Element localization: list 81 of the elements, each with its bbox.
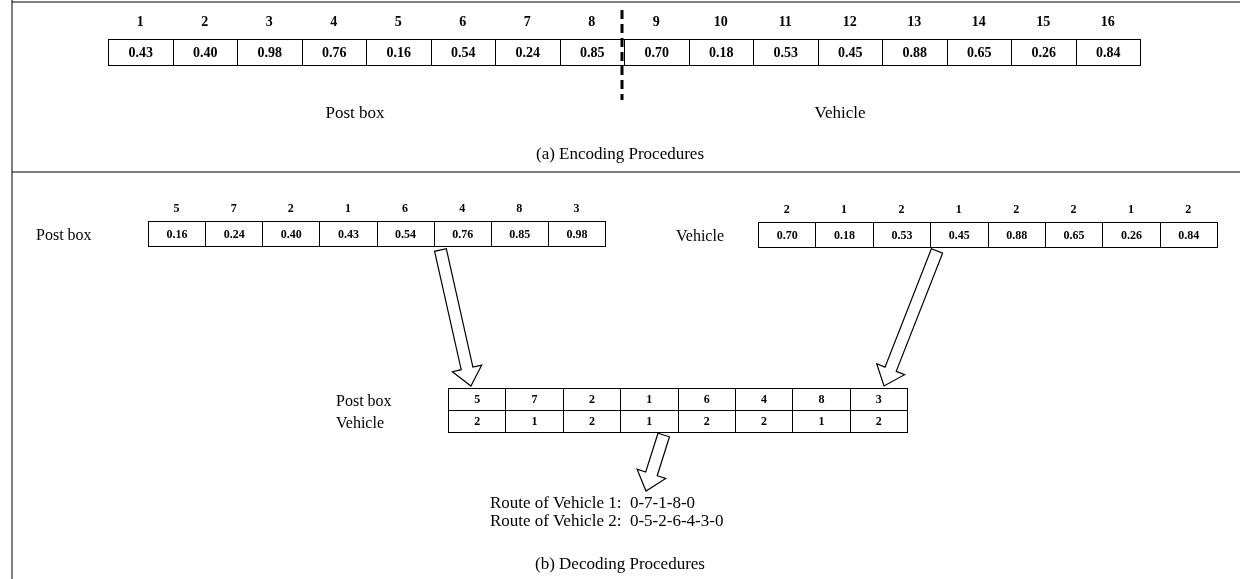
- value-cell: 0.45: [930, 222, 989, 248]
- index-number: 2: [200, 14, 210, 30]
- index-number: 11: [777, 14, 793, 30]
- index-number: 5: [172, 201, 181, 216]
- index-number: 1: [1126, 202, 1135, 217]
- value-cell: 0.98: [237, 39, 303, 66]
- value-cell: 0.26: [1011, 39, 1077, 66]
- value-cell: 0.24: [205, 221, 264, 247]
- value-cell: 0.65: [1044, 222, 1104, 248]
- index-number: 7: [522, 14, 532, 30]
- index-number: 15: [1035, 14, 1052, 30]
- row-label: Vehicle: [336, 414, 384, 432]
- index-number: 10: [712, 14, 729, 30]
- index-number: 14: [970, 14, 987, 30]
- value-cell: 0.98: [547, 221, 606, 247]
- value-cell: 0.26: [1102, 222, 1161, 248]
- value-cell: 0.65: [946, 39, 1012, 66]
- value-cell: 0.18: [815, 222, 874, 248]
- row-label: Post box: [336, 392, 392, 410]
- value-cell: 0.85: [559, 39, 625, 66]
- value-cell: 0.16: [366, 39, 432, 66]
- index-number: 1: [135, 14, 145, 30]
- value-cell: 0.53: [872, 222, 932, 248]
- route-text: Route of Vehicle 2: 0-5-2-6-4-3-0: [490, 511, 724, 531]
- section-label: Post box: [324, 103, 386, 123]
- value-cell: 0.16: [148, 221, 207, 247]
- value-cell: 0.85: [490, 221, 549, 247]
- value-cell: 0.43: [108, 39, 174, 66]
- value-cell: 0.53: [753, 39, 819, 66]
- index-number: 4: [458, 201, 467, 216]
- value-cell: 0.76: [433, 221, 492, 247]
- caption: (a) Encoding Procedures: [534, 144, 706, 164]
- value-cell: 0.76: [301, 39, 367, 66]
- value-cell: 0.84: [1159, 222, 1218, 248]
- index-number: 2: [1012, 202, 1021, 217]
- index-number: 2: [286, 201, 295, 216]
- index-number: 2: [782, 202, 791, 217]
- value-cell: 0.54: [430, 39, 496, 66]
- table-cell: 5: [448, 388, 507, 411]
- table-cell: 2: [849, 410, 908, 433]
- value-cell: 0.45: [817, 39, 883, 66]
- index-number: 1: [954, 202, 963, 217]
- index-number: 2: [897, 202, 906, 217]
- index-number: 1: [840, 202, 849, 217]
- value-cell: 0.54: [376, 221, 435, 247]
- value-cell: 0.70: [624, 39, 690, 66]
- index-number: 9: [651, 14, 661, 30]
- value-cell: 0.70: [758, 222, 817, 248]
- index-number: 3: [264, 14, 274, 30]
- value-cell: 0.24: [495, 39, 561, 66]
- index-number: 7: [229, 201, 238, 216]
- block-arrow: [433, 248, 483, 387]
- value-cell: 0.88: [882, 39, 948, 66]
- table-cell: 3: [849, 388, 908, 411]
- value-cell: 0.40: [172, 39, 238, 66]
- index-number: 16: [1099, 14, 1116, 30]
- index-number: 2: [1069, 202, 1078, 217]
- block-arrow: [875, 248, 944, 387]
- value-cell: 0.40: [262, 221, 321, 247]
- table-cell: 2: [448, 410, 507, 433]
- index-number: 5: [393, 14, 403, 30]
- index-number: 8: [587, 14, 597, 30]
- caption: (b) Decoding Procedures: [534, 554, 706, 574]
- block-arrow: [636, 432, 671, 492]
- index-number: 1: [343, 201, 352, 216]
- section-label: Vehicle: [813, 103, 867, 123]
- value-cell: 0.18: [688, 39, 754, 66]
- value-cell: 0.84: [1075, 39, 1141, 66]
- index-number: 2: [1184, 202, 1193, 217]
- route-text: Route of Vehicle 1: 0-7-1-8-0: [490, 493, 696, 513]
- index-number: 6: [401, 201, 410, 216]
- index-number: 8: [515, 201, 524, 216]
- value-cell: 0.88: [987, 222, 1046, 248]
- index-number: 6: [458, 14, 468, 30]
- index-number: 3: [572, 201, 581, 216]
- array-label: Post box: [36, 226, 92, 244]
- index-number: 13: [906, 14, 923, 30]
- index-number: 4: [329, 14, 339, 30]
- index-number: 12: [841, 14, 858, 30]
- array-label: Vehicle: [676, 227, 724, 245]
- value-cell: 0.43: [319, 221, 378, 247]
